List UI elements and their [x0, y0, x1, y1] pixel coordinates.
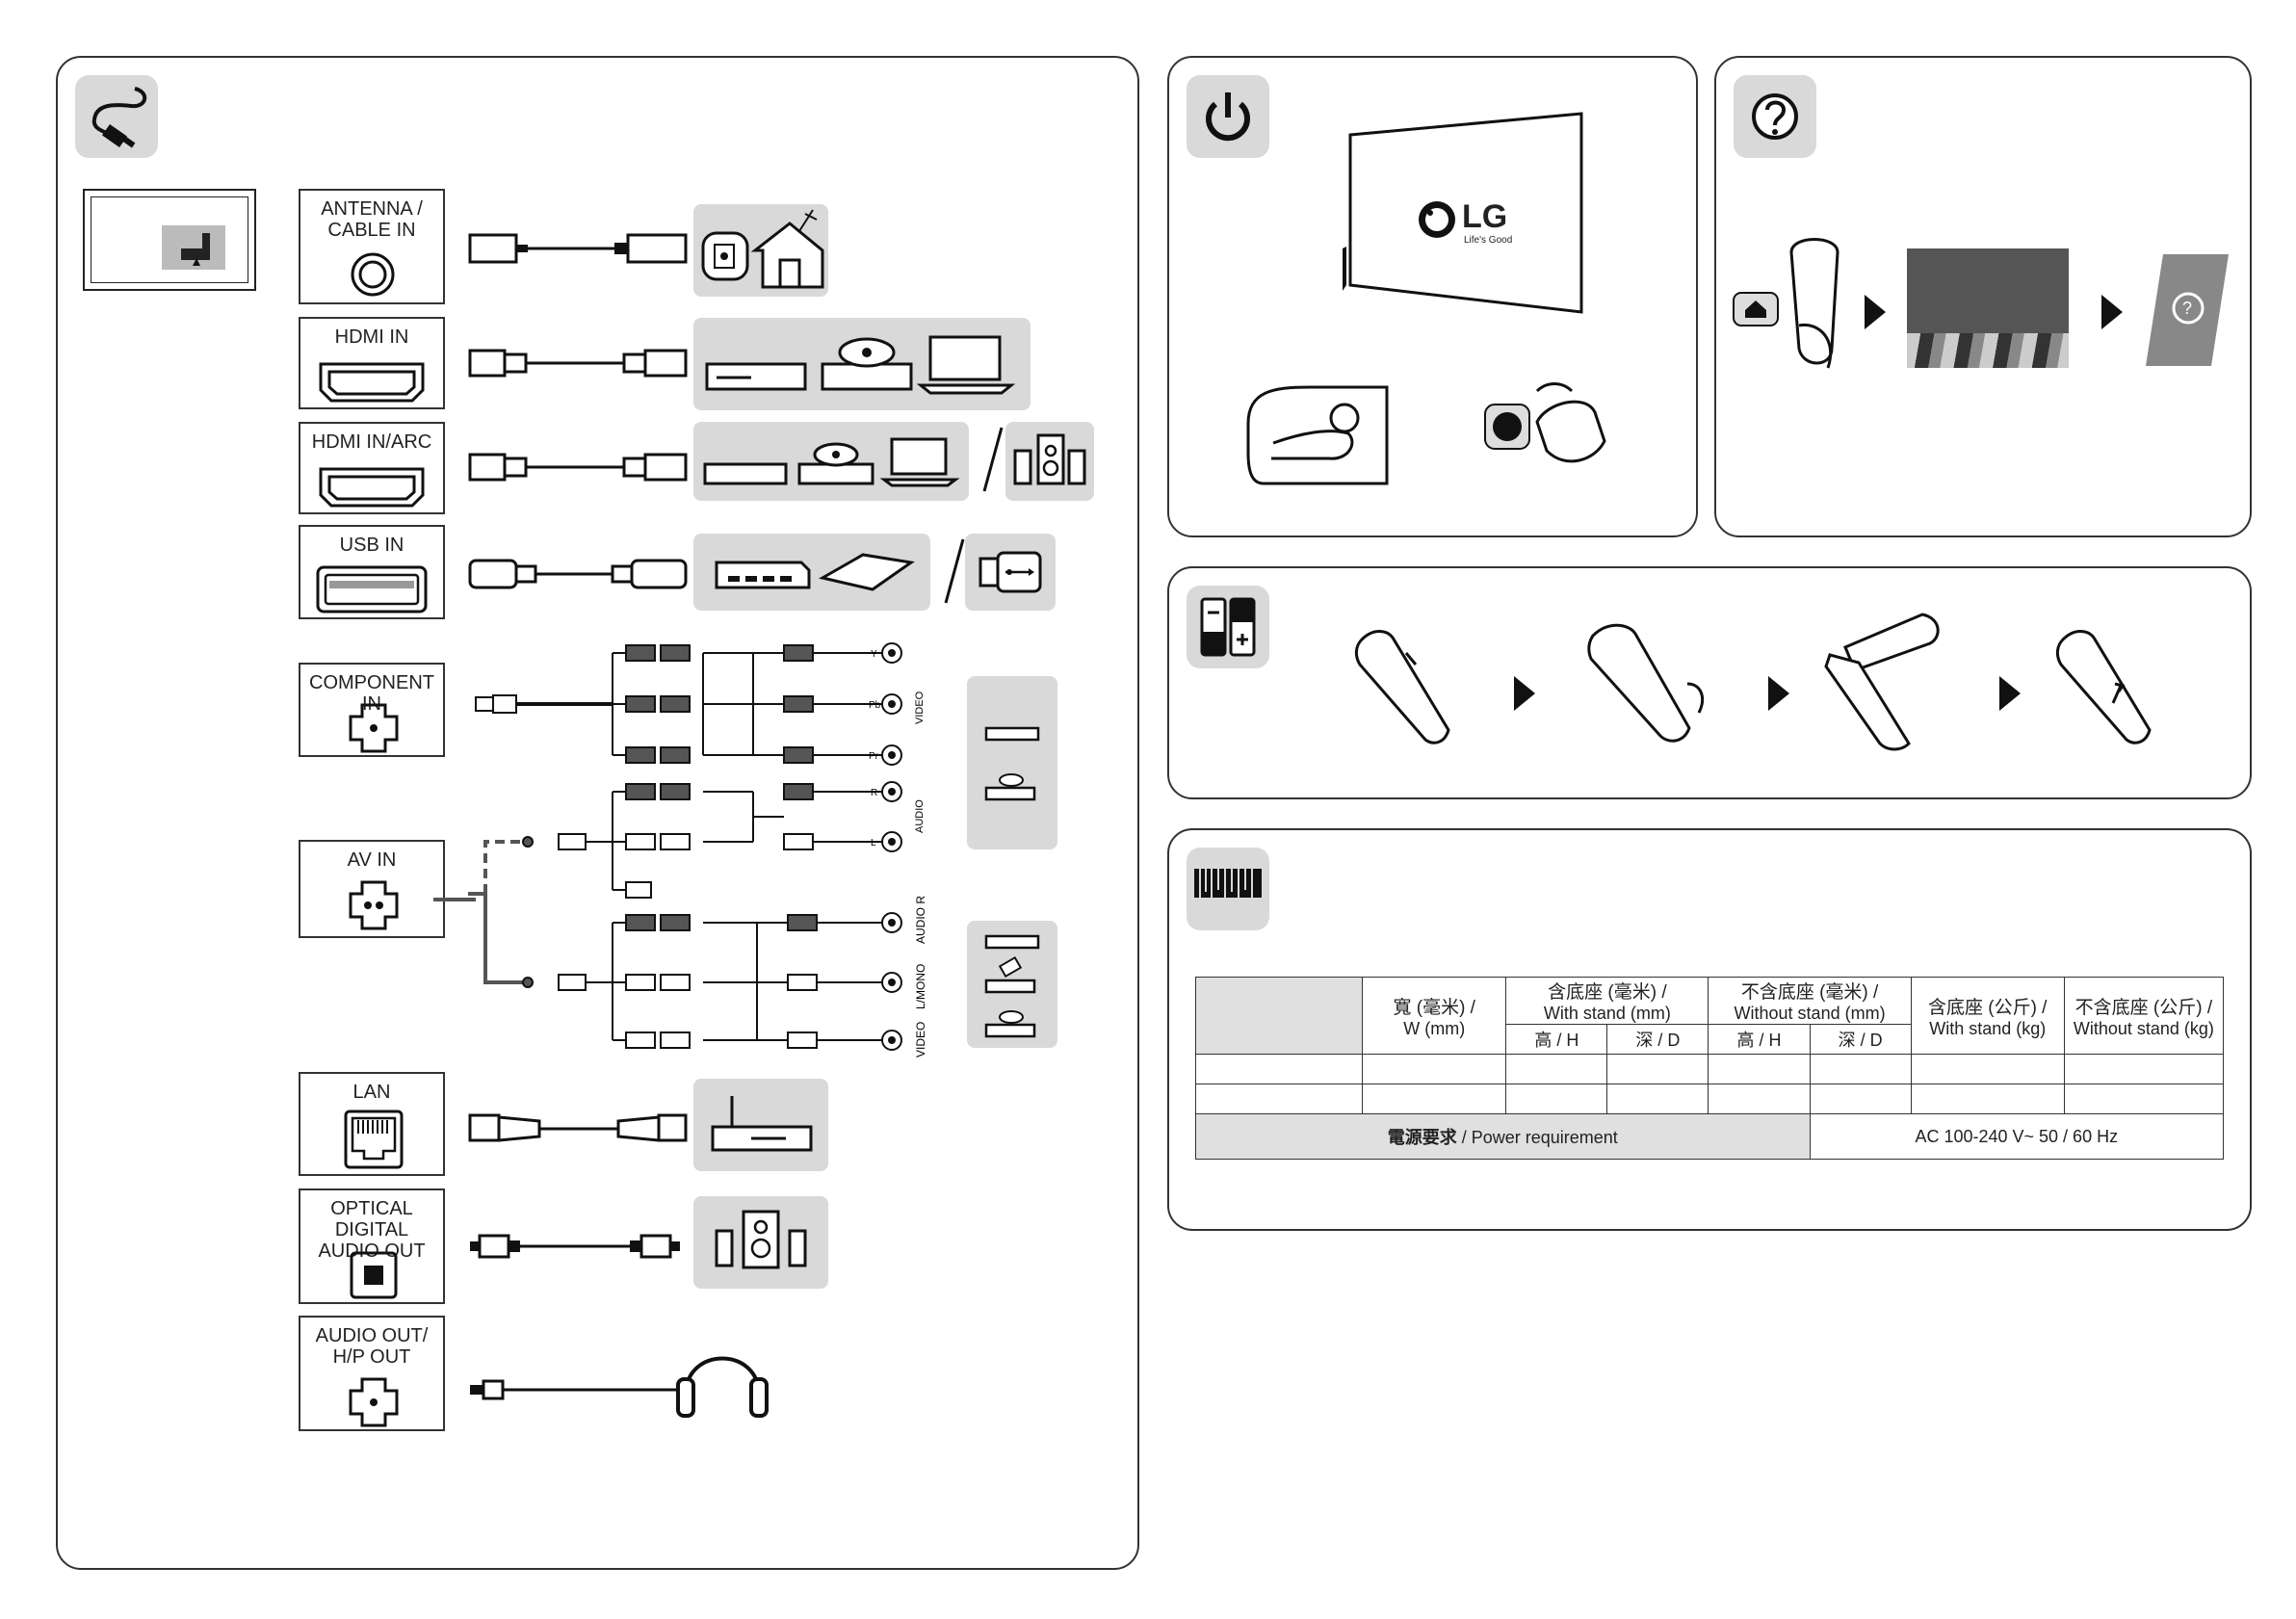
label-audio-vertical: AUDIO — [914, 799, 926, 833]
port-component: COMPONENT IN — [299, 663, 445, 757]
cable-hdmi-arc — [468, 453, 688, 482]
port-optical: OPTICAL DIGITAL AUDIO OUT — [299, 1188, 445, 1304]
port-lan-label: LAN — [352, 1082, 391, 1103]
port-usb-label: USB IN — [339, 535, 404, 556]
power-icon — [1187, 75, 1269, 158]
cable-optical — [470, 1234, 680, 1259]
usb-stick-box — [965, 534, 1056, 611]
usb-device-box — [693, 534, 930, 611]
battery-panel — [1167, 566, 2252, 799]
port-component-label: COMPONENT IN — [309, 672, 434, 715]
av-device-box — [967, 921, 1057, 1048]
cable-icon — [75, 75, 158, 158]
slash-divider-2 — [944, 538, 965, 604]
svg-text:?: ? — [2182, 299, 2192, 318]
component-av-cabling: Y Pb Pr R L VIDEO AUDIO AUDIO R L/MONO V… — [468, 642, 927, 1058]
port-audio-out-label: AUDIO OUT/ H/P OUT — [315, 1325, 429, 1368]
cable-antenna — [468, 233, 688, 264]
port-audio-out: AUDIO OUT/ H/P OUT — [299, 1316, 445, 1431]
av-port-link — [433, 898, 476, 901]
connections-panel — [56, 56, 1139, 1570]
battery-step-4 — [2055, 630, 2152, 744]
antenna-device-box — [693, 204, 828, 297]
power-label-cn: 電源要求 — [1387, 1128, 1457, 1147]
battery-icon — [1187, 586, 1269, 668]
label-av-lmono: L/MONO — [914, 964, 927, 1009]
hdr-without-stand-kg: 不含底座 (公斤) /Without stand (kg) — [2073, 997, 2214, 1038]
port-av-label: AV IN — [347, 849, 397, 871]
speaker-device-box — [1005, 422, 1094, 501]
hdr-height-2: 高 / H — [1736, 1031, 1782, 1050]
hdr-depth-2: 深 / D — [1838, 1031, 1883, 1050]
table-row — [1194, 1084, 2225, 1114]
power-button-closeup — [1246, 385, 1389, 485]
arrow-right-icon-5 — [1999, 676, 2021, 711]
soundbar-device-box — [693, 1196, 828, 1289]
tv-back-diagram — [83, 189, 256, 291]
magic-remote-home — [1733, 238, 1839, 369]
slash-divider — [982, 427, 1004, 492]
port-hdmi-label: HDMI IN — [334, 326, 409, 348]
arrow-right-icon-3 — [1514, 676, 1535, 711]
label-av-video: VIDEO — [914, 1022, 927, 1058]
remote-power-press — [1484, 382, 1606, 463]
hdr-width: 寬 (毫米) /W (mm) — [1393, 997, 1475, 1038]
hdr-without-stand-mm: 不含底座 (毫米) /Without stand (mm) — [1734, 982, 1886, 1023]
arrow-right-icon-4 — [1768, 676, 1789, 711]
port-hdmi: HDMI IN — [299, 317, 445, 409]
component-device-box — [967, 676, 1057, 849]
cable-headphone — [470, 1356, 769, 1418]
label-y: Y — [871, 649, 877, 660]
cable-lan — [468, 1113, 688, 1142]
label-l: L — [871, 838, 876, 849]
battery-step-3 — [1824, 613, 1940, 751]
label-pb: Pb — [869, 700, 881, 711]
table-row — [1194, 1054, 2225, 1084]
tv-front-diagram — [1343, 112, 1583, 314]
hdr-height-1: 高 / H — [1534, 1031, 1579, 1050]
battery-step-2 — [1587, 623, 1704, 743]
label-pr: Pr — [869, 751, 879, 762]
lg-logo-mark — [1419, 201, 1455, 238]
port-antenna: ANTENNA / CABLE IN — [299, 189, 445, 304]
help-icon — [1734, 75, 1816, 158]
label-r: R — [871, 788, 877, 798]
lg-brand: LG — [1462, 198, 1508, 235]
hdmi-device-box — [693, 318, 1031, 410]
label-av-audio-r: AUDIO R — [914, 896, 927, 944]
lg-tagline: Life's Good — [1464, 235, 1513, 246]
router-device-box — [693, 1079, 828, 1171]
power-row: 電源要求 / Power requirement AC 100-240 V~ 5… — [1195, 1113, 2225, 1160]
hdmi-arc-device-box — [693, 422, 969, 501]
power-label-en: / Power requirement — [1456, 1128, 1618, 1147]
arrow-right-icon — [1865, 295, 1886, 329]
port-hdmi-arc-label: HDMI IN/ARC — [311, 431, 432, 453]
port-lan: LAN — [299, 1072, 445, 1176]
port-usb: USB IN — [299, 525, 445, 619]
hdr-with-stand-kg: 含底座 (公斤) /With stand (kg) — [1927, 997, 2048, 1038]
battery-step-1 — [1354, 630, 1450, 744]
power-value: AC 100-240 V~ 50 / 60 Hz — [1915, 1126, 2119, 1146]
port-hdmi-arc: HDMI IN/ARC — [299, 422, 445, 514]
arrow-right-icon-2 — [2101, 295, 2123, 329]
help-screen-tile: ? — [2146, 254, 2229, 366]
cable-hdmi — [468, 349, 688, 378]
cable-usb — [468, 559, 688, 589]
port-antenna-label: ANTENNA / CABLE IN — [321, 198, 423, 241]
barcode-icon — [1187, 848, 1269, 930]
port-av: AV IN — [299, 840, 445, 938]
help-screen — [1907, 248, 2069, 368]
hdr-depth-1: 深 / D — [1635, 1031, 1681, 1050]
label-video-vertical: VIDEO — [914, 691, 926, 724]
spec-table: 寬 (毫米) /W (mm) 含底座 (毫米) /With stand (mm)… — [1194, 977, 2225, 1160]
port-optical-label: OPTICAL DIGITAL AUDIO OUT — [318, 1198, 426, 1262]
hdr-with-stand-mm: 含底座 (毫米) /With stand (mm) — [1543, 982, 1671, 1023]
